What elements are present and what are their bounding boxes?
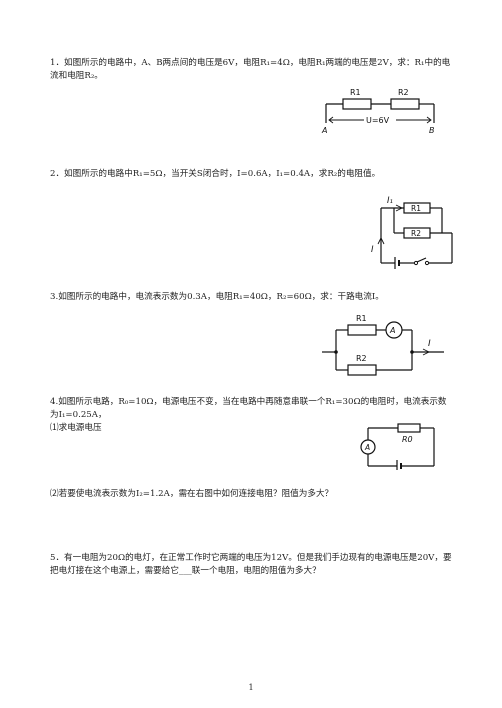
question-3: 3.如图所示的电路中，电流表示数为0.3A，电阻R₁=40Ω，R₂=60Ω，求：… <box>50 291 455 304</box>
page-number: 1 <box>248 683 254 692</box>
point-a-label: A <box>321 126 327 135</box>
question-5: 5．有一电阻为20Ω的电灯，在正常工作时它两端的电压为12V。但是我们手边现有的… <box>50 552 455 578</box>
question-4-sub-1: ⑴求电源电压 <box>50 423 102 433</box>
i-label: I <box>428 339 431 349</box>
question-1: 1．如图所示的电路中，A、B两点间的电压是6V，电阻R₁=4Ω，电阻R₁两端的电… <box>50 57 455 83</box>
question-2-text: 2．如图所示的电路中R₁=5Ω，当开关S闭合时，I=0.6A，I₁=0.4A，求… <box>50 169 381 179</box>
circuit-diagram-3: R1 R2 A I <box>322 314 444 376</box>
r2-label: R2 <box>411 229 421 238</box>
resistor-r1 <box>347 324 377 336</box>
question-4-text: 4.如图所示电路，R₀=10Ω，电源电压不变，当在电路中再随意串联一个R₁=30… <box>50 397 447 420</box>
i-label: I <box>371 245 374 255</box>
r0-label: R0 <box>402 435 413 444</box>
ammeter-label: A <box>364 443 370 452</box>
r1-label: R1 <box>356 314 367 323</box>
question-5-text: 5．有一电阻为20Ω的电灯，在正常工作时它两端的电压为12V。但是我们手边现有的… <box>50 553 452 576</box>
i1-label: I₁ <box>387 196 393 206</box>
r1-label: R1 <box>350 88 361 97</box>
question-4: 4.如图所示电路，R₀=10Ω，电源电压不变，当在电路中再随意串联一个R₁=30… <box>50 396 455 435</box>
question-2: 2．如图所示的电路中R₁=5Ω，当开关S闭合时，I=0.6A，I₁=0.4A，求… <box>50 168 455 181</box>
r1-label: R1 <box>411 204 421 213</box>
question-4-sub-2: ⑵若要使电流表示数为I₂=1.2A，需在右图中如何连接电阻？阻值为多大？ <box>50 489 334 499</box>
resistor-r2 <box>390 98 420 110</box>
voltage-label: U=6V <box>366 116 390 125</box>
question-4-part-2: ⑵若要使电流表示数为I₂=1.2A，需在右图中如何连接电阻？阻值为多大？ <box>50 488 455 501</box>
r2-label: R2 <box>398 88 409 97</box>
circuit-diagram-4: A R0 <box>360 423 435 470</box>
question-1-text: 1．如图所示的电路中，A、B两点间的电压是6V，电阻R₁=4Ω，电阻R₁两端的电… <box>50 58 451 81</box>
circuit-diagram-1: R1 R2 U=6V A B <box>321 88 435 135</box>
question-3-text: 3.如图所示的电路中，电流表示数为0.3A，电阻R₁=40Ω，R₂=60Ω，求：… <box>50 292 384 302</box>
switch-s <box>413 260 419 266</box>
point-b-label: B <box>429 126 435 135</box>
ammeter-label: A <box>389 326 395 335</box>
r2-label: R2 <box>356 354 367 363</box>
resistor-r1 <box>342 98 372 110</box>
circuit-diagram-2: I₁ R1 R2 I <box>371 196 453 269</box>
resistor-r2 <box>347 364 377 376</box>
resistor-r0 <box>397 423 421 433</box>
